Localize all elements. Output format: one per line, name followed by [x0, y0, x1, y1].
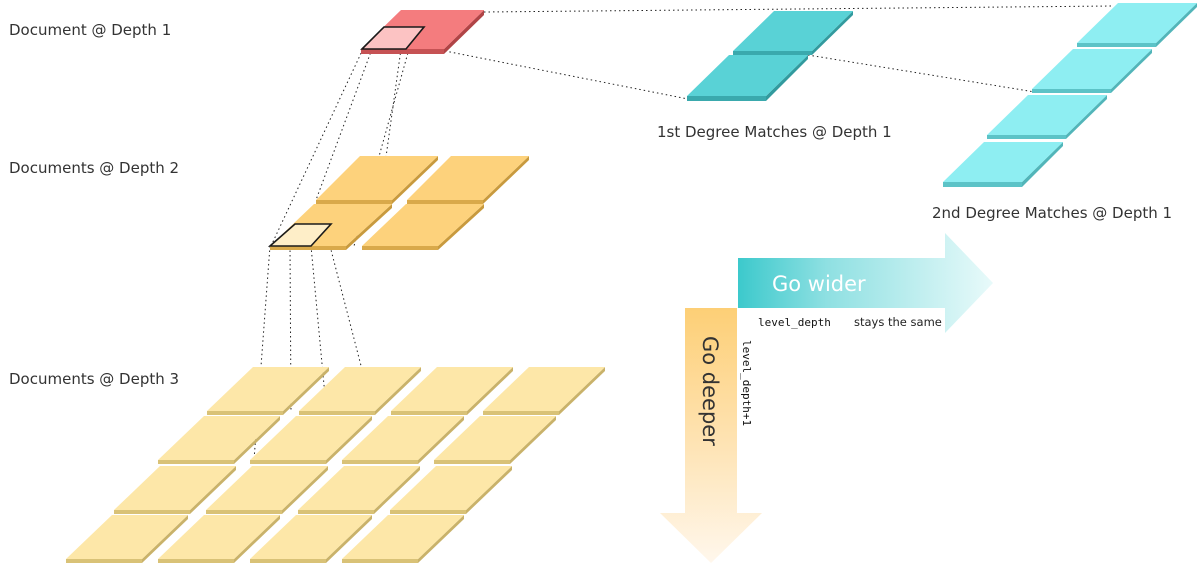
wider-code-label: level_depth: [758, 316, 831, 329]
depth3-tile: [434, 416, 556, 464]
second-degree-tiles: [943, 3, 1197, 187]
depth3-tile: [158, 515, 280, 563]
depth3-tile: [299, 367, 421, 415]
depth3-tile: [206, 466, 328, 514]
depth3-tile: [342, 416, 464, 464]
depth2-tile: [362, 204, 484, 250]
depth3-tile: [483, 367, 605, 415]
depth3-tiles: [66, 367, 605, 563]
second-degree-label: 2nd Degree Matches @ Depth 1: [932, 204, 1172, 222]
root-highlight-tile: [360, 26, 426, 50]
depth3-tile: [390, 466, 512, 514]
go-wider-label: Go wider: [772, 272, 866, 296]
second-degree-tile: [987, 95, 1107, 139]
depth2-to-depth3-connectors: [253, 245, 374, 461]
depth3-tile: [158, 416, 280, 464]
go-wider-arrow: Go wider: [738, 233, 993, 333]
wider-connectors: [444, 5, 1113, 100]
wider-note-label: stays the same: [854, 315, 942, 329]
deeper-code-label: level_depth+1: [740, 340, 753, 426]
depth3-tile: [391, 367, 513, 415]
depth3-label: Documents @ Depth 3: [9, 370, 179, 388]
go-deeper-arrow: Go deeper: [660, 308, 762, 563]
second-degree-tile: [1077, 3, 1197, 47]
second-degree-tile: [943, 142, 1063, 187]
first-degree-label: 1st Degree Matches @ Depth 1: [657, 123, 892, 141]
depth3-tile: [66, 515, 188, 563]
depth3-tile: [250, 416, 372, 464]
depth2-tile: [316, 156, 438, 204]
depth1-label: Document @ Depth 1: [9, 21, 171, 39]
depth1-root-tile: [360, 10, 484, 54]
first-degree-tile: [733, 11, 853, 55]
depth3-tile: [207, 367, 329, 415]
depth3-tile: [250, 515, 372, 563]
depth3-tile: [298, 466, 420, 514]
depth2-label: Documents @ Depth 2: [9, 159, 179, 177]
depth2-tiles: [267, 156, 529, 250]
first-degree-tiles: [687, 11, 853, 101]
go-deeper-label: Go deeper: [698, 336, 722, 446]
depth2-highlight-tile: [267, 223, 333, 247]
depth3-tile: [114, 466, 236, 514]
depth2-tile: [407, 156, 529, 204]
depth3-tile: [342, 515, 464, 563]
second-degree-tile: [1032, 49, 1152, 93]
first-degree-tile: [687, 55, 808, 101]
